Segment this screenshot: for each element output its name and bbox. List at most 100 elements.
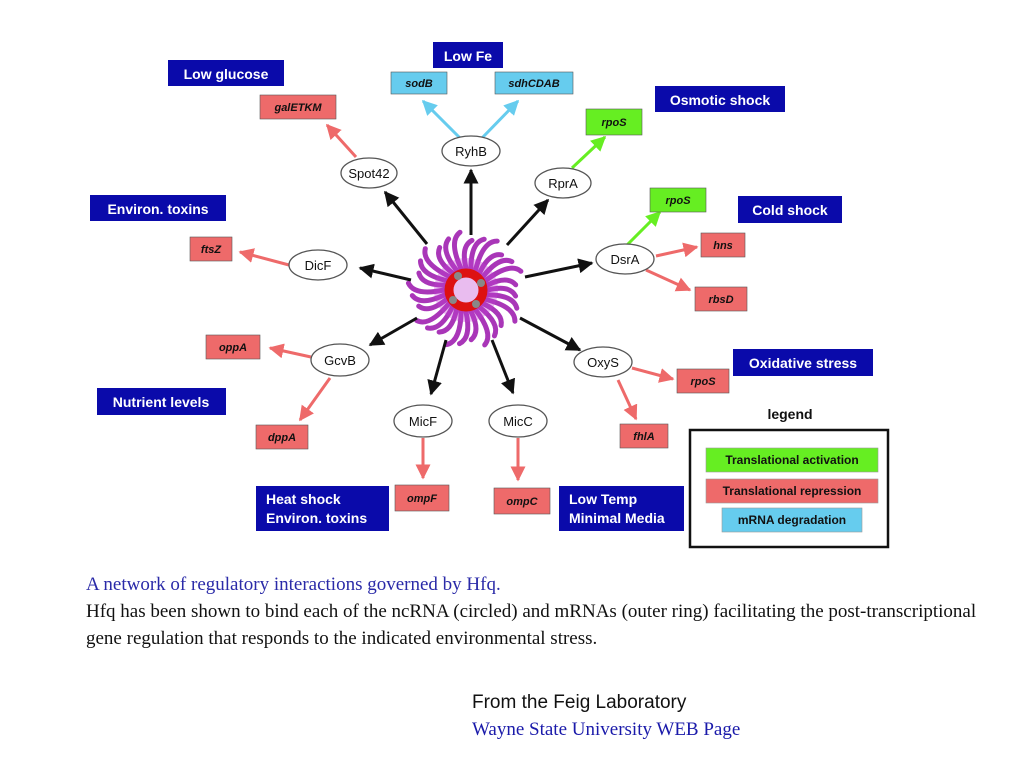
credit-lab: From the Feig Laboratory [472, 692, 687, 713]
target-rpos-oxys: rpoS [676, 368, 730, 394]
target-label: rbsD [708, 294, 733, 306]
ncrna-label: OxyS [587, 355, 619, 370]
arrow-hfq-gcvb [368, 316, 418, 347]
stress-label: Heat shock [266, 491, 341, 507]
arrow-ryhb-sodb [421, 99, 462, 140]
target-label: dppA [268, 432, 296, 444]
target-label: galETKM [273, 102, 322, 114]
legend-item-repression: Translational repression [705, 478, 879, 504]
ncrna-to-target-arrows [238, 99, 699, 482]
stress-label: Cold shock [752, 202, 828, 218]
arrow-dsra-hns [655, 242, 699, 258]
legend-label: mRNA degradation [738, 513, 846, 527]
ncrna-ryhb: RyhB [441, 135, 501, 167]
target-label: rpoS [665, 195, 691, 207]
arrow-oxys-fhla [616, 379, 638, 421]
arrow-oxys-rpos [631, 366, 675, 383]
target-rbsd: rbsD [694, 286, 748, 312]
caption-title: A network of regulatory interactions gov… [86, 574, 501, 595]
hfq-protein-icon [405, 229, 524, 348]
stress-label: Minimal Media [569, 510, 665, 526]
target-sdhcdab: sdhCDAB [494, 71, 574, 95]
arrow-gcvb-dppa [298, 377, 332, 422]
ncrna-dsra: DsrA [595, 243, 655, 275]
target-label: sdhCDAB [508, 78, 559, 90]
ncrna-label: MicF [409, 414, 437, 429]
target-label: rpoS [690, 376, 716, 388]
target-dppa: dppA [255, 424, 309, 450]
legend-item-activation: Translational activation [705, 447, 879, 473]
target-label: oppA [219, 342, 247, 354]
legend-item-degradation: mRNA degradation [721, 507, 863, 533]
arrow-dicf-ftsz [238, 248, 290, 267]
target-ompf: ompF [394, 484, 450, 512]
credit-web-link[interactable]: Wayne State University WEB Page [472, 719, 741, 740]
target-galetkm: galETKM [259, 94, 337, 120]
stress-oxidative-stress: Oxidative stress [733, 349, 873, 376]
stress-low-fe: Low Fe [433, 42, 503, 68]
ncrna-micc: MicC [488, 404, 548, 438]
target-fhla: fhlA [619, 423, 669, 449]
arrow-hfq-oxys [519, 316, 582, 352]
arrow-dsra-rbsd [645, 268, 692, 292]
target-label: fhlA [633, 431, 654, 443]
legend-title: legend [767, 406, 812, 422]
stress-label: Osmotic shock [670, 92, 771, 108]
stress-label: Environ. toxins [266, 510, 367, 526]
ncrna-gcvb: GcvB [310, 343, 370, 377]
arrow-rpra-rpos [570, 135, 607, 170]
legend-label: Translational activation [725, 453, 858, 467]
ncrna-label: RyhB [455, 144, 487, 159]
caption-body: Hfq has been shown to bind each of the n… [86, 601, 977, 649]
target-sodb: sodB [390, 71, 448, 95]
legend-label: Translational repression [723, 484, 862, 498]
stress-label: Low Temp [569, 491, 637, 507]
target-mrna-nodes: sodB sdhCDAB rpoS rpoS hns rbsD rpoS fhl… [189, 71, 748, 515]
ncrna-nodes: RyhB RprA DsrA OxyS MicC MicF GcvB DicF … [288, 135, 655, 438]
stress-label: Low glucose [184, 66, 269, 82]
ncrna-oxys: OxyS [573, 346, 633, 378]
stress-boxes: Low Fe Low glucose Osmotic shock Environ… [90, 42, 873, 531]
ncrna-label: DicF [305, 258, 332, 273]
arrow-hfq-dicf [358, 263, 412, 282]
target-oppa: oppA [205, 334, 261, 360]
stress-low-glucose: Low glucose [168, 60, 284, 86]
arrow-hfq-dsra [524, 258, 594, 279]
arrow-hfq-micf [427, 339, 448, 396]
figure-caption: A network of regulatory interactions gov… [86, 571, 986, 652]
stress-environ-toxins: Environ. toxins [90, 195, 226, 221]
ncrna-label: Spot42 [348, 166, 389, 181]
stress-nutrient-levels: Nutrient levels [97, 388, 226, 415]
stress-label: Low Fe [444, 48, 492, 64]
hfq-to-ncrna-arrows [358, 168, 594, 396]
stress-label: Nutrient levels [113, 394, 210, 410]
hfq-regulatory-network-diagram: RyhB RprA DsrA OxyS MicC MicF GcvB DicF … [90, 42, 890, 549]
stress-label: Environ. toxins [107, 201, 208, 217]
arrow-dsra-rpos [624, 210, 662, 248]
stress-label: Oxidative stress [749, 355, 857, 371]
arrow-ryhb-sdhcdab [480, 99, 520, 140]
arrow-gcvb-oppa [268, 343, 312, 359]
ncrna-rpra: RprA [534, 167, 592, 199]
target-rpos-rpra: rpoS [585, 108, 643, 136]
ncrna-label: RprA [548, 176, 578, 191]
credit-block: From the Feig Laboratory Wayne State Uni… [472, 689, 740, 743]
target-label: rpoS [601, 117, 627, 129]
ncrna-label: GcvB [324, 353, 356, 368]
ncrna-label: MicC [503, 414, 533, 429]
target-label: sodB [405, 78, 433, 90]
target-label: hns [713, 240, 733, 252]
target-label: ompF [407, 493, 437, 505]
target-label: ompC [506, 496, 538, 508]
arrow-hfq-micc [490, 339, 515, 395]
target-ftsz: ftsZ [189, 236, 233, 262]
stress-cold-shock: Cold shock [738, 196, 842, 223]
ncrna-dicf: DicF [288, 249, 348, 281]
stress-osmotic-shock: Osmotic shock [655, 86, 785, 112]
ncrna-spot42: Spot42 [340, 157, 398, 189]
ncrna-label: DsrA [611, 252, 640, 267]
target-ompc: ompC [493, 487, 551, 515]
target-hns: hns [700, 232, 746, 258]
legend-box: Translational activation Translational r… [688, 428, 890, 549]
